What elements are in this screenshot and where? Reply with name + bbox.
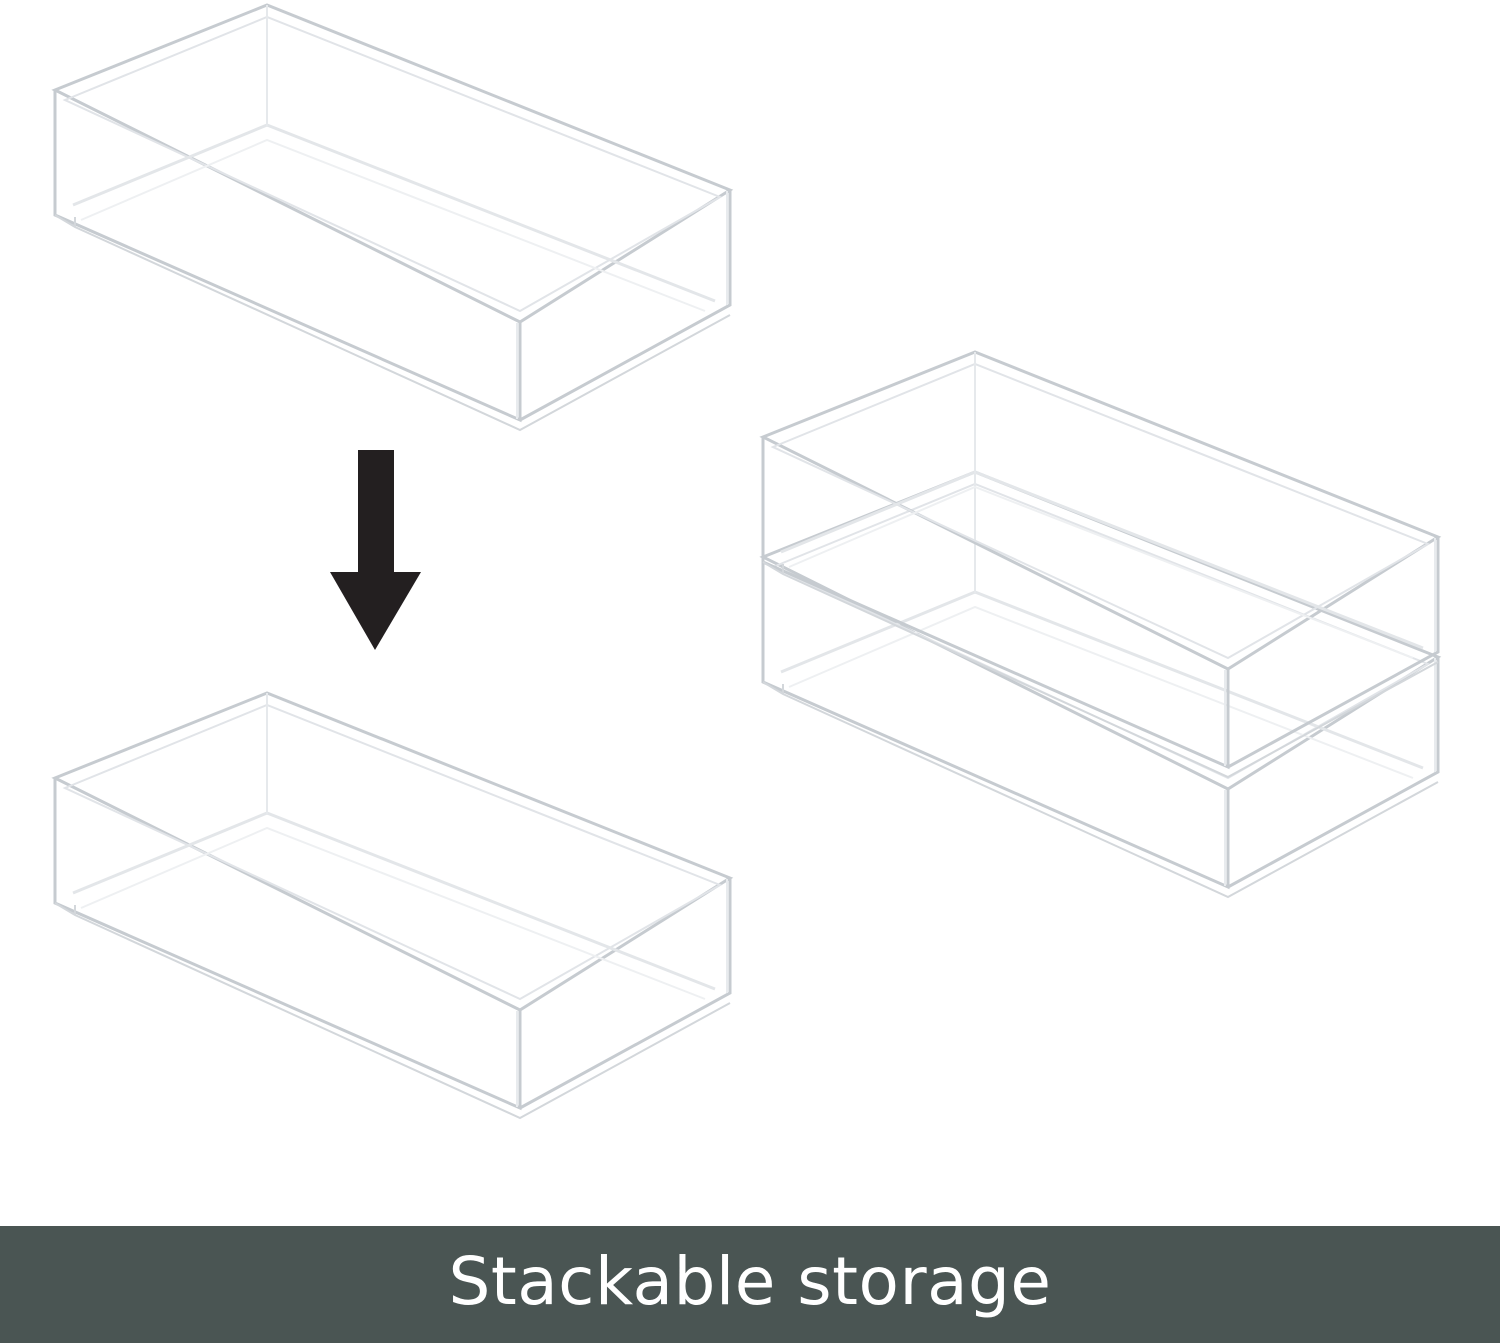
tray-single-top	[53, 3, 732, 432]
tray-stacked-upper	[761, 350, 1440, 779]
caption-bar: Stackable storage	[0, 1226, 1500, 1343]
product-illustration	[53, 3, 1440, 1120]
caption-text: Stackable storage	[448, 1242, 1052, 1320]
arrow-down-icon	[330, 450, 421, 650]
tray-single-bottom	[53, 691, 732, 1120]
